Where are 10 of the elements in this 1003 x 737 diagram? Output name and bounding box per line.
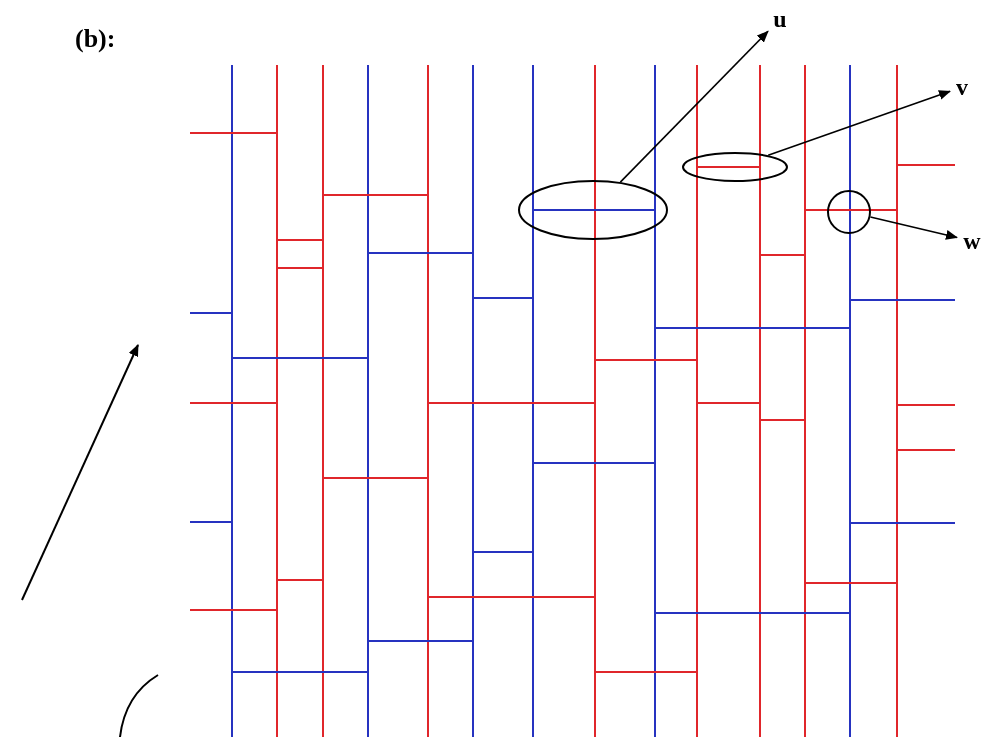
callout-label: w	[957, 226, 987, 256]
leader-arrow	[869, 216, 958, 240]
highlight-ellipse	[518, 180, 668, 240]
leader-arrow	[619, 30, 769, 183]
highlight-circle	[827, 190, 871, 234]
leader-arrow	[767, 90, 951, 157]
callout-label: v	[950, 72, 974, 102]
panel-label: (b):	[75, 26, 116, 52]
callout-label: u	[768, 4, 792, 34]
highlight-ellipse	[682, 152, 788, 182]
